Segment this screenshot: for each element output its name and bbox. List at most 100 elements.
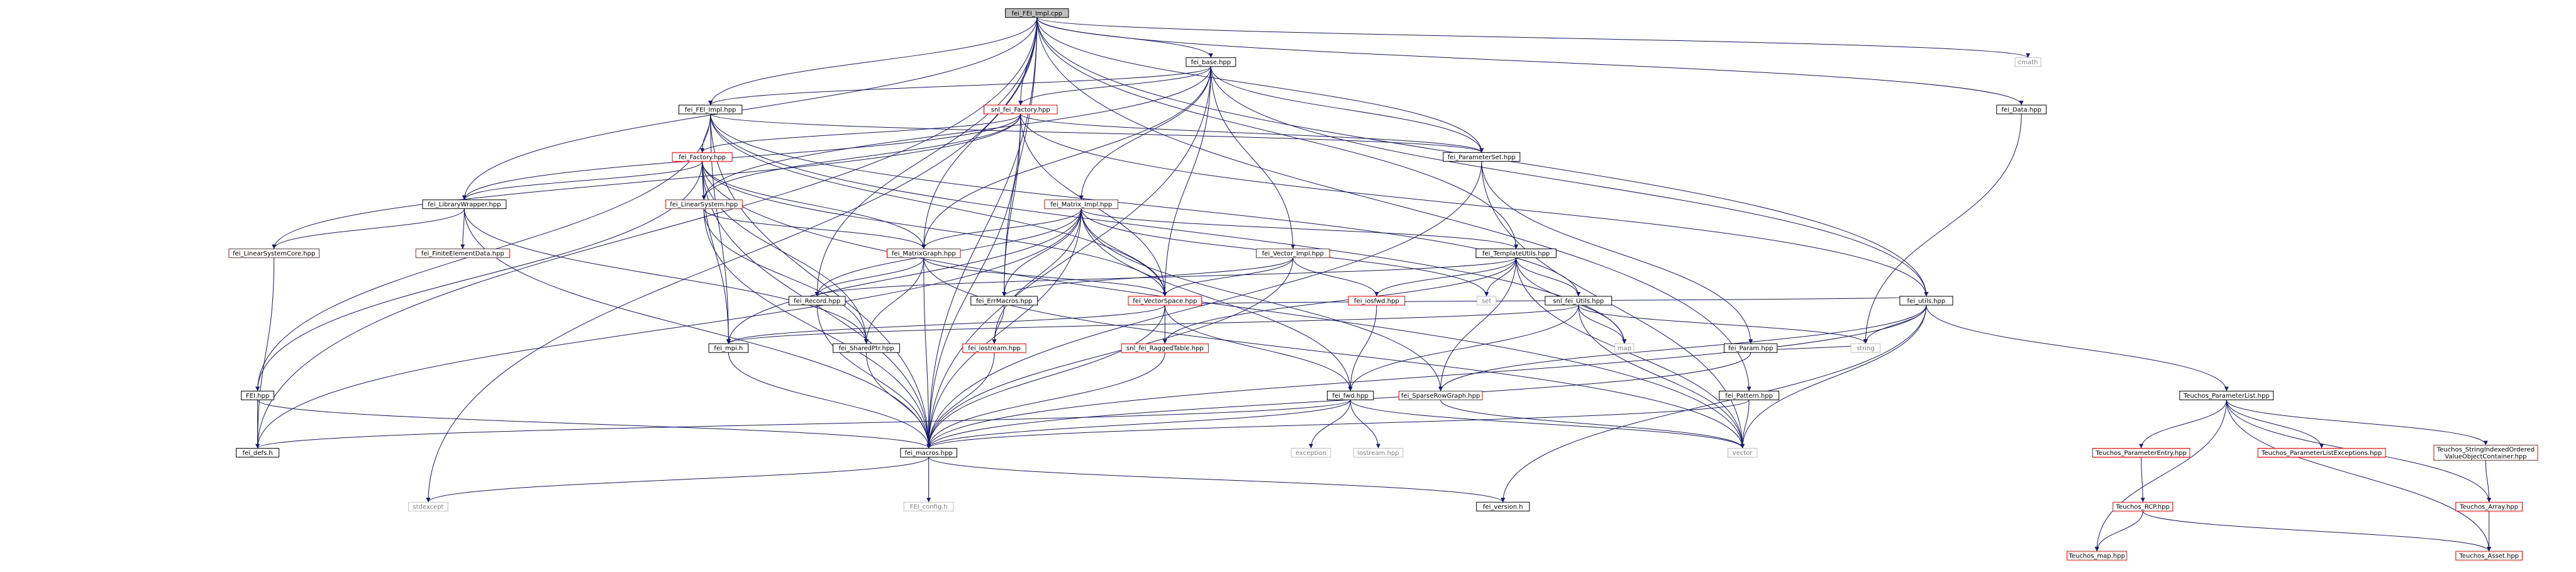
node-LinearSystem[interactable]: fei_LinearSystem.hpp — [665, 199, 743, 210]
node-label: set — [1482, 298, 1491, 305]
node-TemplateUtils[interactable]: fei_TemplateUtils.hpp — [1475, 249, 1557, 259]
node-stdexcept: stdexcept — [408, 502, 448, 512]
node-TSIOVC[interactable]: Teuchos_StringIndexedOrderedValueObjectC… — [2433, 444, 2538, 461]
node-box — [1128, 296, 1202, 306]
node-box — [2179, 391, 2274, 401]
node-label: Teuchos_ParameterListExceptions.hpp — [2261, 450, 2382, 457]
node-VectorImpl[interactable]: fei_Vector_Impl.hpp — [1256, 249, 1330, 259]
node-box — [1291, 447, 1331, 457]
node-box — [1475, 249, 1557, 259]
node-FiniteElementData[interactable]: fei_FiniteElementData.hpp — [415, 249, 510, 259]
edge-Factory-to-MatrixGraph — [702, 161, 926, 249]
edge-SparseRowGraph-to-vector — [1440, 400, 1745, 449]
node-label: Teuchos_Asset.hpp — [2458, 553, 2519, 560]
node-box — [2455, 502, 2523, 512]
node-root[interactable]: fei_FEI_Impl.cpp — [1005, 8, 1069, 18]
node-Param[interactable]: fei_Param.hpp — [1724, 343, 1778, 353]
node-TPL[interactable]: Teuchos_ParameterList.hpp — [2179, 391, 2274, 401]
node-base[interactable]: fei_base.hpp — [1185, 57, 1236, 67]
node-FEIconfig: FEI_config.h — [903, 502, 954, 512]
node-label: stdexcept — [413, 504, 443, 511]
edge-TemplateUtils-to-SparseRowGraph — [1438, 257, 1517, 391]
node-LinearSystemCore[interactable]: fei_LinearSystemCore.hpp — [228, 249, 319, 259]
edge-root-to-MatrixGraph — [921, 17, 1038, 249]
node-box — [1398, 391, 1483, 401]
node-MatrixGraph[interactable]: fei_MatrixGraph.hpp — [887, 249, 961, 259]
node-vector: vector — [1727, 447, 1758, 457]
node-TPLE[interactable]: Teuchos_ParameterListExceptions.hpp — [2257, 447, 2386, 457]
node-iostream[interactable]: fei_iostream.hpp — [962, 343, 1026, 353]
node-cmath: cmath — [2014, 57, 2041, 67]
node-snlFactory[interactable]: snl_fei_Factory.hpp — [983, 104, 1058, 115]
node-box — [970, 296, 1038, 306]
node-Tmap[interactable]: Teuchos_map.hpp — [2067, 551, 2128, 561]
node-VectorSpace[interactable]: fei_VectorSpace.hpp — [1128, 296, 1202, 306]
edge-snlFactory-to-ParameterSet — [1020, 113, 1484, 153]
edge-snlFactory-to-LibraryWrapper — [462, 114, 1021, 200]
edge-MatrixImpl-to-MatrixGraph — [921, 208, 1082, 249]
edge-root-to-ErrMacros — [1002, 17, 1038, 296]
node-RCP[interactable]: Teuchos_RCP.hpp — [2112, 502, 2174, 512]
node-box — [2067, 551, 2128, 561]
node-box — [2455, 551, 2523, 561]
node-label: fei_base.hpp — [1191, 59, 1231, 66]
node-version[interactable]: fei_version.h — [1476, 502, 1530, 512]
node-label: fei_defs.h — [242, 450, 272, 457]
node-label: fei_iosfwd.hpp — [1354, 298, 1399, 305]
node-mpi[interactable]: fei_mpi.h — [708, 343, 749, 353]
node-TPE[interactable]: Teuchos_ParameterEntry.hpp — [2092, 447, 2190, 457]
node-FEI_Impl[interactable]: fei_FEI_Impl.hpp — [678, 104, 743, 115]
node-label: fei_TemplateUtils.hpp — [1482, 250, 1550, 257]
node-LibraryWrapper[interactable]: fei_LibraryWrapper.hpp — [422, 199, 507, 210]
node-ErrMacros[interactable]: fei_ErrMacros.hpp — [970, 296, 1038, 306]
node-FEI[interactable]: FEI.hpp — [241, 391, 275, 401]
edge-TemplateUtils-to-snlUtils — [1516, 257, 1581, 296]
node-RaggedTable[interactable]: snl_fei_RaggedTable.hpp — [1121, 343, 1209, 353]
edge-base-to-MatrixImpl — [1079, 66, 1211, 200]
node-box — [887, 249, 961, 259]
node-ParameterSet[interactable]: fei_ParameterSet.hpp — [1443, 152, 1521, 162]
node-Record[interactable]: fei_Record.hpp — [788, 296, 846, 306]
node-SparseRowGraph[interactable]: fei_SparseRowGraph.hpp — [1398, 391, 1483, 401]
node-snlUtils[interactable]: snl_fei_Utils.hpp — [1545, 296, 1613, 306]
node-Data[interactable]: fei_Data.hpp — [1996, 104, 2047, 115]
node-box — [1476, 502, 1530, 512]
node-iosfwd[interactable]: fei_iosfwd.hpp — [1348, 296, 1406, 306]
node-box — [678, 104, 743, 115]
node-macros[interactable]: fei_macros.hpp — [900, 447, 957, 457]
node-exception: exception — [1291, 447, 1331, 457]
edge-TPL-to-TPE — [2139, 400, 2227, 449]
node-box — [1326, 391, 1374, 401]
edge-snlFactory-to-utils — [1020, 114, 1929, 296]
edge-utils-to-SparseRowGraph — [1438, 305, 1927, 391]
node-Factory[interactable]: fei_Factory.hpp — [672, 152, 733, 162]
node-label: fei_mpi.h — [714, 345, 743, 352]
node-label: string — [1857, 345, 1875, 352]
edge-TemplateUtils-to-iosfwd — [1374, 257, 1517, 296]
node-SharedPtr[interactable]: fei_SharedPtr.hpp — [833, 343, 900, 353]
node-Pattern[interactable]: fei_Pattern.hpp — [1719, 391, 1780, 401]
node-box — [672, 152, 733, 162]
edge-utils-to-version — [1501, 305, 1927, 503]
node-MatrixImpl[interactable]: fei_Matrix_Impl.hpp — [1044, 199, 1119, 210]
node-box — [962, 343, 1026, 353]
edge-base-to-snlFactory — [1018, 66, 1211, 106]
node-fwd[interactable]: fei_fwd.hpp — [1326, 391, 1374, 401]
edge-VectorImpl-to-VectorSpace — [1162, 257, 1294, 296]
edge-ParameterSet-to-Param — [1481, 161, 1753, 344]
node-TArray[interactable]: Teuchos_Array.hpp — [2455, 502, 2523, 512]
edge-root-to-macros — [926, 17, 1038, 449]
node-box — [2433, 444, 2538, 461]
node-defs[interactable]: fei_defs.h — [236, 447, 280, 457]
node-box — [788, 296, 846, 306]
edge-base-to-macros — [926, 66, 1211, 449]
node-layer: fei_FEI_Impl.cpp fei_base.hpp cmath fei_FEI… — [228, 8, 2538, 561]
node-set: set — [1477, 296, 1497, 306]
edge-utils-to-macros — [926, 305, 1927, 449]
edge-utils-to-string — [1863, 305, 1927, 344]
node-TAsset[interactable]: Teuchos_Asset.hpp — [2455, 551, 2523, 561]
edge-base-to-VectorImpl — [1210, 66, 1296, 249]
edge-iostream-to-macros — [926, 352, 995, 449]
edge-MatrixImpl-to-mpi — [726, 208, 1082, 344]
node-utils[interactable]: fei_utils.hpp — [1899, 296, 1953, 306]
